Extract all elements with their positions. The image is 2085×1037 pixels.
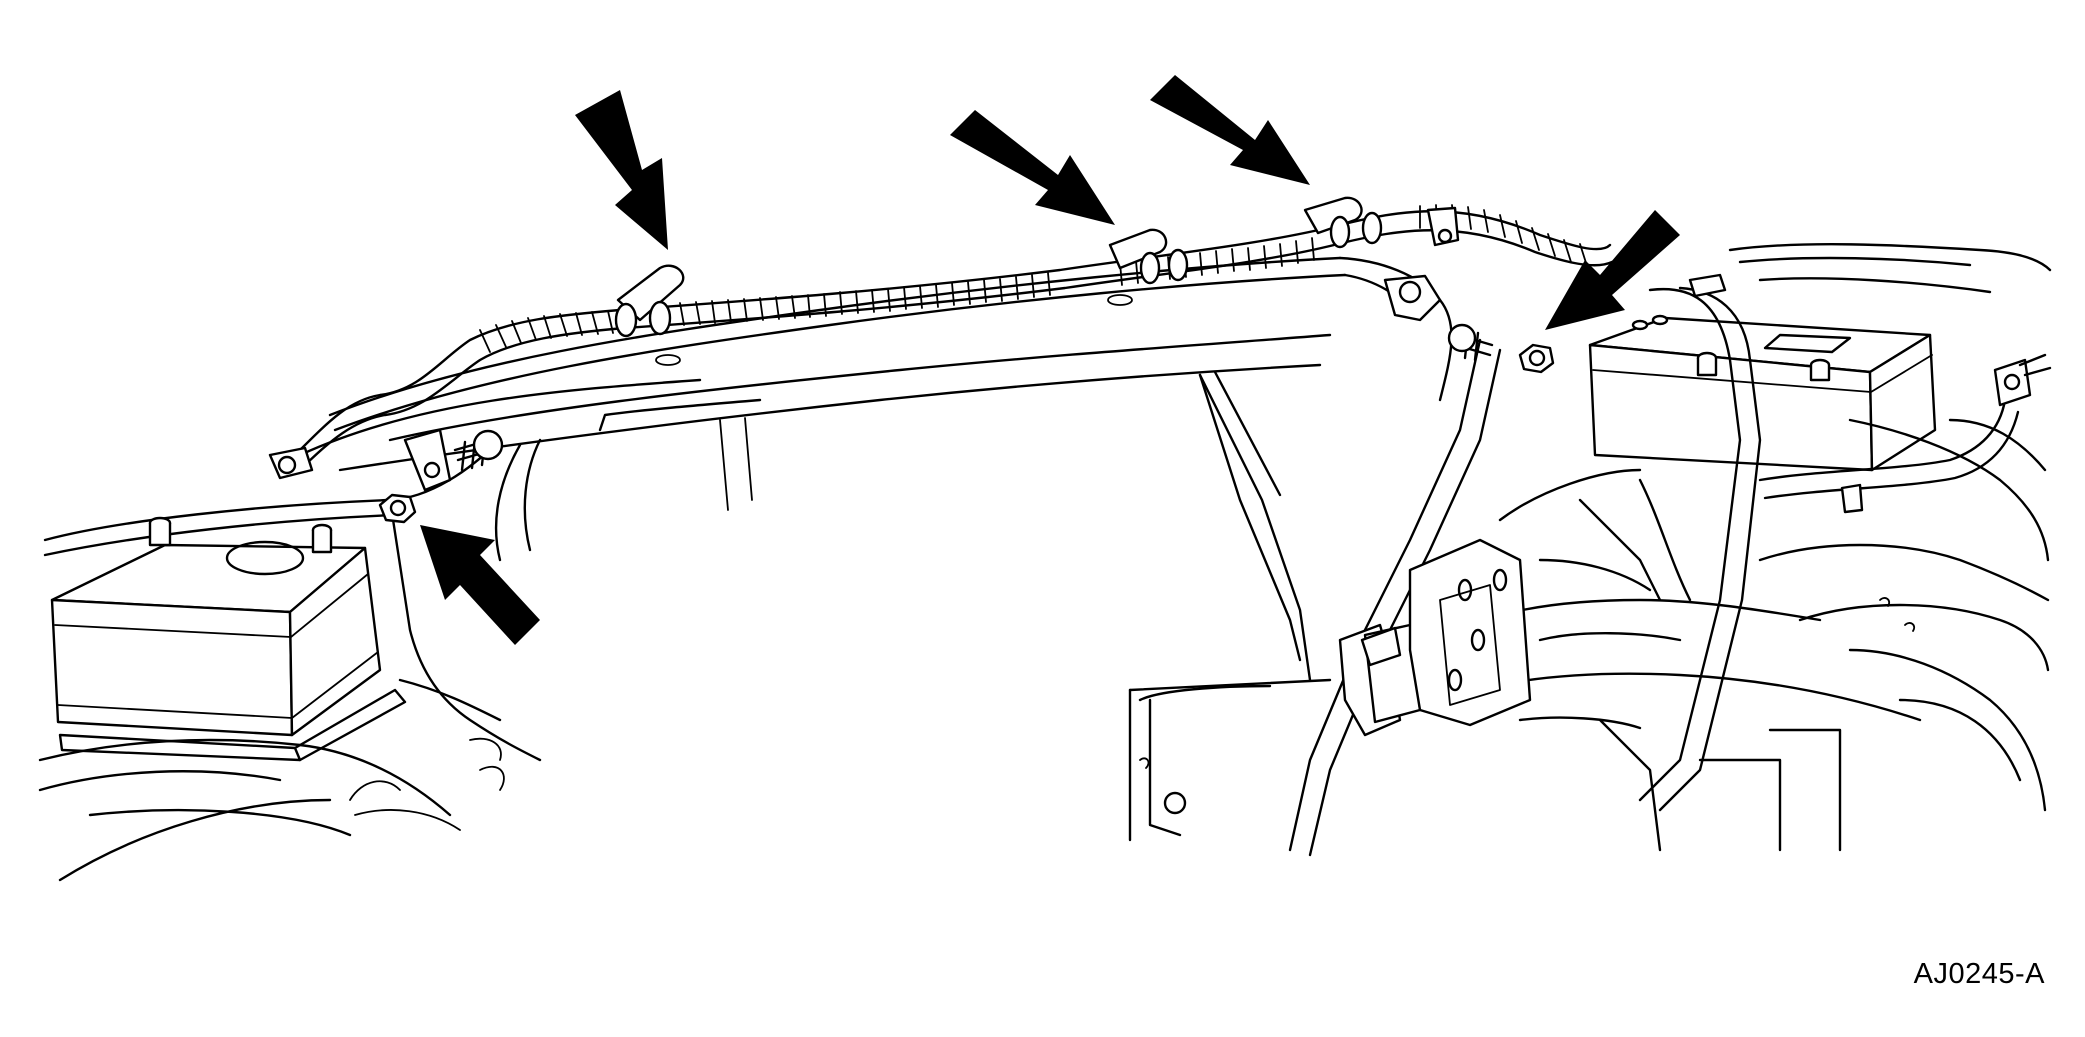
figure-code: AJ0245-A [1913, 958, 2045, 990]
arrow-down-right-icon [950, 110, 1115, 225]
arrow-left-clip [575, 90, 668, 250]
arrow-up-left-icon [420, 525, 540, 645]
arrow-left-nut [420, 525, 540, 645]
hood-latch-bracket [1338, 538, 1532, 737]
left-battery [50, 516, 407, 762]
arrow-right-nut [1545, 210, 1680, 330]
harness-clip-middle [1108, 228, 1168, 270]
radiator-support [298, 256, 1502, 857]
right-bolt [1447, 323, 1494, 362]
left-fender [38, 438, 542, 882]
arrow-down-left-icon [1545, 210, 1680, 330]
arrow-middle-clip [950, 110, 1115, 225]
center-lower-shroud [1128, 373, 1682, 842]
right-battery [1588, 314, 1937, 472]
wiring-harness [268, 196, 1614, 492]
arrow-right-clip [1150, 75, 1310, 185]
harness-clip-left [616, 264, 685, 322]
arrow-down-right-icon [575, 90, 668, 250]
left-bolt [453, 429, 504, 472]
left-nut [378, 493, 417, 524]
arrow-down-right-icon [1150, 75, 1310, 185]
right-nut [1518, 343, 1555, 374]
right-engine-bay [1418, 243, 2052, 852]
harness-clip-right [1303, 196, 1363, 235]
